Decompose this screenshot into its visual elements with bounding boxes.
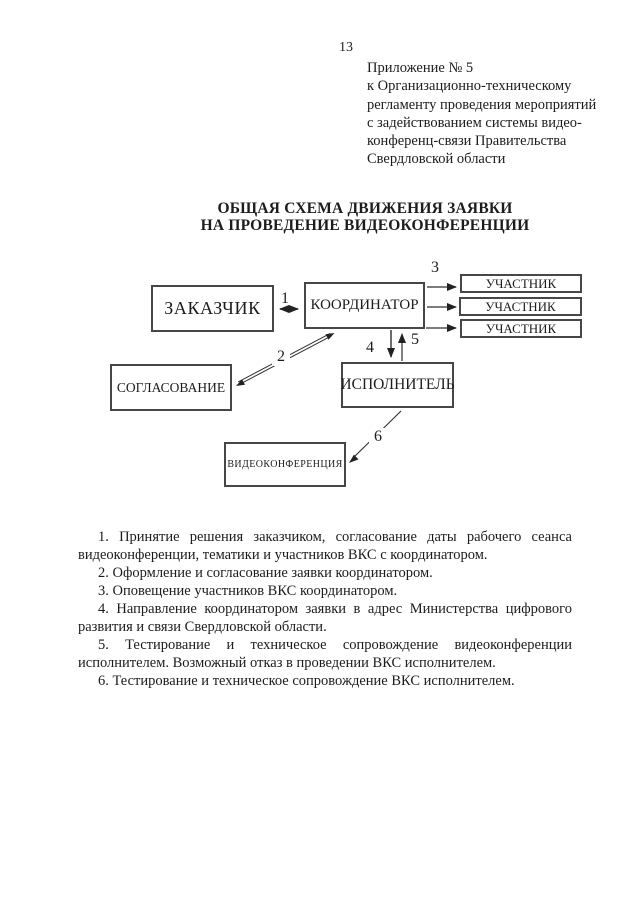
appendix-line: Приложение № 5 [367, 60, 474, 76]
appendix-line: с задействованием системы видео- [367, 114, 582, 131]
page-title-line-2: НА ПРОВЕДЕНИЕ ВИДЕОКОНФЕРЕНЦИИ [200, 217, 530, 234]
diagram-box-executor: ИСПОЛНИТЕЛЬ [340, 362, 455, 408]
step-label-2: 2 [272, 348, 290, 366]
notes-list: 1. Принятие решения заказчиком, согласов… [78, 528, 572, 690]
diagram-box-participant-3: УЧАСТНИК [460, 319, 582, 338]
note-item-5: 5. Тестирование и техническое сопровожде… [78, 637, 572, 671]
appendix-header: Приложение № 5 к Организационно-техничес… [367, 59, 597, 169]
diagram-box-approval: СОГЛАСОВАНИЕ [110, 364, 232, 411]
appendix-line: Свердловской области [367, 151, 506, 168]
appendix-line: к Организационно-техническому [367, 78, 572, 95]
page-title-line-1: ОБЩАЯ СХЕМА ДВИЖЕНИЯ ЗАЯВКИ [217, 200, 513, 217]
diagram-box-coordinator: КООРДИНАТОР [304, 282, 425, 329]
appendix-line: регламенту проведения мероприятий [367, 96, 597, 113]
diagram-box-videoconference: ВИДЕОКОНФЕРЕНЦИЯ [224, 442, 346, 487]
step-label-3: 3 [431, 259, 439, 276]
note-item-4: 4. Направление координатором заявки в ад… [78, 601, 572, 635]
note-item-1: 1. Принятие решения заказчиком, согласов… [78, 529, 572, 563]
diagram-box-participant-2: УЧАСТНИК [459, 297, 582, 316]
page-title: ОБЩАЯ СХЕМА ДВИЖЕНИЯ ЗАЯВКИ НА ПРОВЕДЕНИ… [95, 200, 635, 234]
note-item-3: 3. Оповещение участников ВКС координатор… [98, 583, 398, 599]
page-number: 13 [339, 40, 353, 55]
step-label-4: 4 [366, 339, 374, 356]
step-label-6: 6 [369, 428, 387, 446]
step-label-1: 1 [281, 290, 289, 307]
note-item-2: 2. Оформление и согласование заявки коор… [98, 565, 433, 581]
step-label-5: 5 [411, 331, 419, 348]
appendix-line: конференц-связи Правительства [367, 133, 567, 150]
diagram-box-participant-1: УЧАСТНИК [460, 274, 582, 293]
note-item-6: 6. Тестирование и техническое сопровожде… [98, 673, 515, 689]
diagram-box-customer: ЗАКАЗЧИК [151, 285, 274, 332]
